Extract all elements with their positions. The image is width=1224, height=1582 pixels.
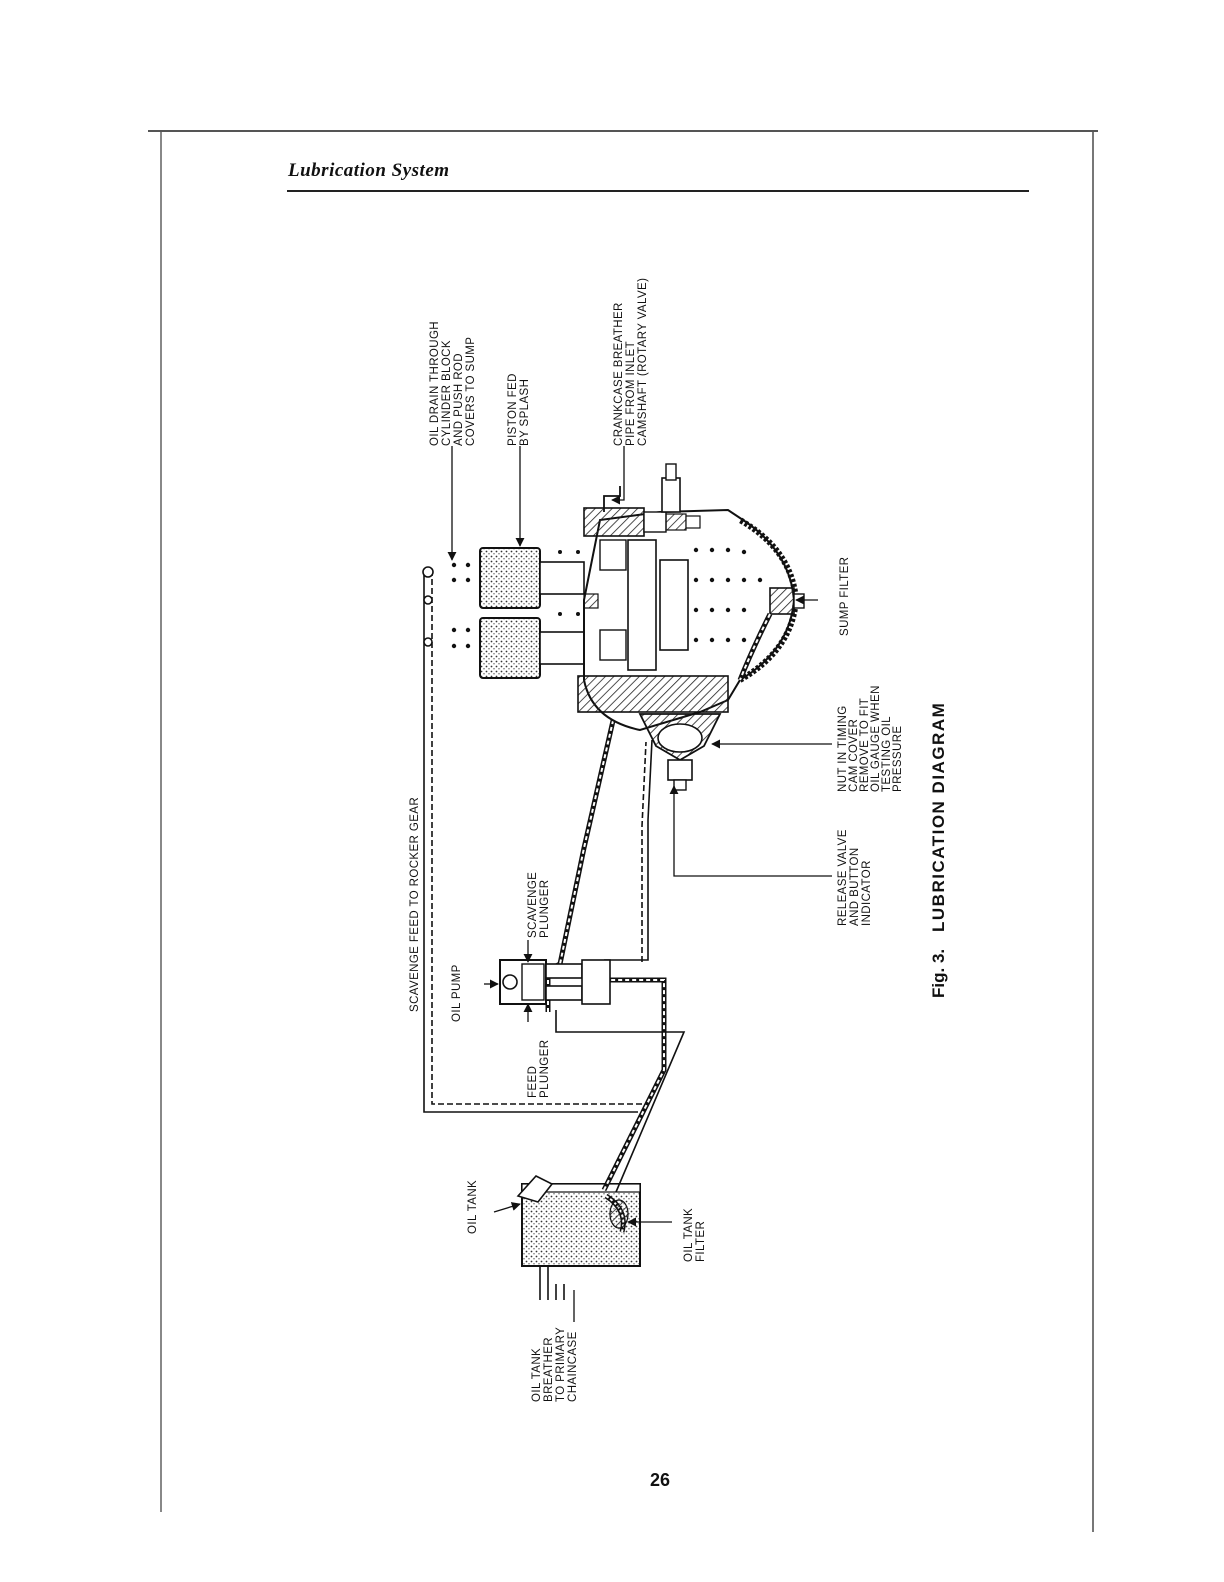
release-valve: [638, 713, 722, 791]
svg-text:FEED: FEED: [527, 1066, 539, 1098]
svg-text:COVERS TO SUMP: COVERS TO SUMP: [465, 337, 477, 446]
scavenge-feed-label: SCAVENGE FEED TO ROCKER GEAR: [409, 797, 421, 1012]
svg-text:PIPE FROM INLET: PIPE FROM INLET: [625, 341, 637, 446]
svg-text:RELEASE VALVE: RELEASE VALVE: [837, 829, 849, 926]
svg-text:BREATHER: BREATHER: [543, 1337, 555, 1402]
page-number: 26: [650, 1470, 671, 1490]
oil-pump: [499, 959, 611, 1005]
oil-pump-label: OIL PUMP: [451, 964, 463, 1022]
svg-text:TESTING OIL: TESTING OIL: [881, 716, 893, 792]
svg-text:INDICATOR: INDICATOR: [861, 860, 873, 926]
svg-text:FILTER: FILTER: [695, 1221, 707, 1262]
svg-text:CRANKCASE BREATHER: CRANKCASE BREATHER: [613, 302, 625, 446]
scavenge-plunger-label: SCAVENGE PLUNGER: [527, 872, 551, 938]
crankcase-breather-label: CRANKCASE BREATHER PIPE FROM INLET CAMSH…: [613, 278, 649, 446]
scavenge-plunger-body: [545, 963, 583, 979]
svg-text:CHAINCASE: CHAINCASE: [567, 1331, 579, 1402]
svg-text:AND BUTTON: AND BUTTON: [849, 847, 861, 926]
oil-drops: [451, 550, 580, 649]
feed-pipes: [545, 689, 686, 1193]
header-rule: [287, 190, 1029, 192]
oil-tank-breather-pipe: [539, 1266, 565, 1300]
piston-front: [479, 617, 585, 679]
nut-timing-label: NUT IN TIMING CAM COVER REMOVE TO FIT OI…: [837, 685, 904, 792]
svg-text:PISTON FED: PISTON FED: [507, 373, 519, 446]
svg-text:OIL TANK: OIL TANK: [467, 1180, 479, 1234]
svg-text:AND PUSH ROD: AND PUSH ROD: [453, 353, 465, 446]
section-header: Lubrication System: [288, 160, 450, 181]
svg-text:CYLINDER BLOCK: CYLINDER BLOCK: [441, 340, 453, 446]
leader-lines: [447, 446, 832, 1322]
svg-text:SUMP FILTER: SUMP FILTER: [839, 557, 851, 636]
page-frame-right: [1092, 132, 1094, 1532]
svg-text:CAMSHAFT (ROTARY VALVE): CAMSHAFT (ROTARY VALVE): [637, 278, 649, 446]
oil-tank-filter-label: OIL TANK FILTER: [683, 1208, 707, 1262]
svg-text:REMOVE TO FIT: REMOVE TO FIT: [859, 698, 871, 792]
sump-filter-label: SUMP FILTER: [839, 557, 851, 636]
page-frame-left: [160, 132, 162, 1512]
svg-text:TO PRIMARY: TO PRIMARY: [555, 1327, 567, 1402]
figure-title: LUBRICATION DIAGRAM: [929, 702, 948, 932]
rocker-feed-line: [422, 566, 646, 1113]
page-frame-top: [148, 130, 1098, 132]
oil-tank-label: OIL TANK: [467, 1180, 479, 1234]
oil-drain-label: OIL DRAIN THROUGH CYLINDER BLOCK AND PUS…: [429, 321, 477, 446]
svg-text:OIL PUMP: OIL PUMP: [451, 964, 463, 1022]
crankcase: [577, 463, 800, 732]
oil-tank: [516, 1175, 641, 1267]
svg-text:OIL TANK: OIL TANK: [531, 1348, 543, 1402]
svg-text:SCAVENGE FEED TO ROCKER GEAR: SCAVENGE FEED TO ROCKER GEAR: [409, 797, 421, 1012]
oil-tank-cap: [516, 1175, 554, 1203]
svg-text:PRESSURE: PRESSURE: [892, 726, 904, 792]
svg-text:OIL TANK: OIL TANK: [683, 1208, 695, 1262]
feed-plunger-label: FEED PLUNGER: [527, 1040, 551, 1098]
svg-text:PLUNGER: PLUNGER: [539, 880, 551, 938]
svg-text:CAM COVER: CAM COVER: [848, 719, 860, 792]
svg-text:NUT IN TIMING: NUT IN TIMING: [837, 705, 849, 792]
feed-plunger-body: [545, 985, 583, 1001]
timing-side-housing: [583, 507, 645, 537]
figure-caption: Fig. 3. LUBRICATION DIAGRAM: [929, 702, 948, 998]
oil-tank-breather-label: OIL TANK BREATHER TO PRIMARY CHAINCASE: [531, 1327, 579, 1402]
drive-side-housing: [577, 675, 729, 713]
crankcase-oil-drops: [693, 547, 763, 643]
svg-text:SCAVENGE: SCAVENGE: [527, 872, 539, 938]
piston-rear: [479, 547, 585, 609]
svg-text:BY SPLASH: BY SPLASH: [519, 379, 531, 446]
svg-text:OIL DRAIN THROUGH: OIL DRAIN THROUGH: [429, 321, 441, 446]
svg-text:OIL GAUGE WHEN: OIL GAUGE WHEN: [870, 685, 882, 792]
release-valve-label: RELEASE VALVE AND BUTTON INDICATOR: [837, 829, 873, 926]
figure-number: Fig. 3.: [929, 949, 948, 998]
piston-feed-label: PISTON FED BY SPLASH: [507, 373, 531, 446]
oil-tank-filter-element: [609, 1199, 629, 1229]
svg-text:PLUNGER: PLUNGER: [539, 1040, 551, 1098]
